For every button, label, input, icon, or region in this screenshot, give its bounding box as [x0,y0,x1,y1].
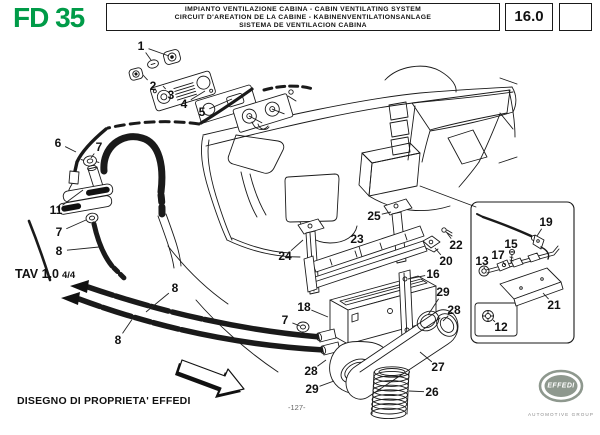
brand-logo: FD 35 [13,2,85,33]
page-number: -127- [288,403,306,412]
hose-direction-arrow [61,292,80,305]
direction-arrow [175,359,245,398]
callout-label: 11 [50,203,63,217]
flexible-duct [370,366,410,420]
callout-leader [64,146,77,153]
callout-label: 2 [150,79,157,93]
title-box: IMPIANTO VENTILAZIONE CABINA - CABIN VEN… [106,3,500,31]
callout-label: 24 [278,249,292,263]
callout-leader [408,390,425,393]
callout-leader [492,319,496,323]
callout-leader [292,322,301,327]
callout-label: 8 [56,244,63,258]
callout-label: 18 [297,300,311,314]
callout-label: 25 [367,209,381,223]
callout-leader [483,266,485,269]
callout-label: 23 [350,232,364,246]
callout-leader [90,153,95,159]
revision-box [559,3,592,31]
effedi-logo-subtitle: AUTOMOTIVE GROUP [528,412,595,417]
callout-leader [407,275,426,280]
callout-leader [542,292,549,300]
callout-label: 27 [431,360,445,374]
callout-leader [66,246,100,251]
callout-leader [319,380,335,387]
callout-leader [317,359,327,367]
callout-leader [145,292,170,313]
tav-number: TAV 1.0 [15,267,59,281]
callout-label: 19 [539,215,553,229]
callout-label: 29 [436,285,450,299]
callout-leader [190,90,206,101]
callout-leader [419,351,433,363]
callout-label: 7 [96,140,103,154]
callout-label: 1 [138,39,145,53]
callout-label: 21 [547,298,561,312]
title-line-it-en: IMPIANTO VENTILAZIONE CABINA - CABIN VEN… [184,6,422,13]
effedi-logo-text: EFFEDI [547,383,575,390]
callout-leader [148,48,170,57]
callout-leader [536,228,543,237]
callout-label: 15 [504,237,518,251]
defroster-nozzle-upper [62,183,114,203]
callout-label: 20 [439,254,453,268]
callout-label: 7 [56,225,63,239]
callout-label: 16 [426,267,440,281]
callout-leader [502,261,506,266]
callout-leader [446,232,452,239]
callout-label: 8 [115,333,122,347]
callout-label: 3 [168,88,175,102]
defroster-nozzle-lower [57,195,113,215]
callout-label: 6 [55,136,62,150]
dashboard-outline [167,65,518,373]
callout-leader [442,315,449,322]
callout-label: 17 [491,248,505,262]
callout-leader [122,317,134,334]
heater-assembly [296,198,459,420]
control-faceplate [150,70,216,112]
callout-leader [145,52,152,61]
callout-leader [62,189,84,206]
callout-label: 22 [449,238,463,252]
callout-leader [358,246,363,258]
callout-label: 28 [447,303,461,317]
inset-detail-box [470,201,575,344]
section-code-box: 16.0 [505,3,553,31]
control-mechanism [232,93,294,133]
title-line-es: SISTEMA DE VENTILACION CABINA [239,22,367,29]
callout-leader [311,309,329,318]
callout-leader [142,74,148,81]
callout-label: 28 [304,364,318,378]
tav-sheet: 4/4 [62,270,76,281]
callout-leader [162,85,167,90]
callout-leader [427,298,440,316]
callout-label: 29 [305,382,319,396]
effedi-logo-mark: EFFEDI [538,369,584,403]
callout-label: 8 [172,281,179,295]
callout-label: 12 [494,320,508,334]
left-cable-and-ducts [27,127,327,353]
callout-leader [66,219,87,230]
hose-clamp-heater [296,321,310,333]
effedi-logo: EFFEDI AUTOMOTIVE GROUP [528,366,594,417]
callout-label: 4 [181,97,188,111]
callout-label: 13 [475,254,489,268]
callout-label: 7 [282,313,289,327]
callout-label: 5 [199,105,206,119]
callout-leader [434,247,442,256]
control-backplate [195,84,257,124]
control-panel-parts [106,49,315,133]
title-line-fr-de: CIRCUIT D'AREATION DE LA CABINE - KABINE… [174,14,432,21]
callout-label: 26 [425,385,439,399]
callout-leader [381,211,392,215]
property-note: DISEGNO DI PROPRIETA' EFFEDI [17,395,191,407]
hose-direction-arrow [70,280,89,293]
callout-leader [209,98,233,110]
callout-leader [290,239,304,252]
